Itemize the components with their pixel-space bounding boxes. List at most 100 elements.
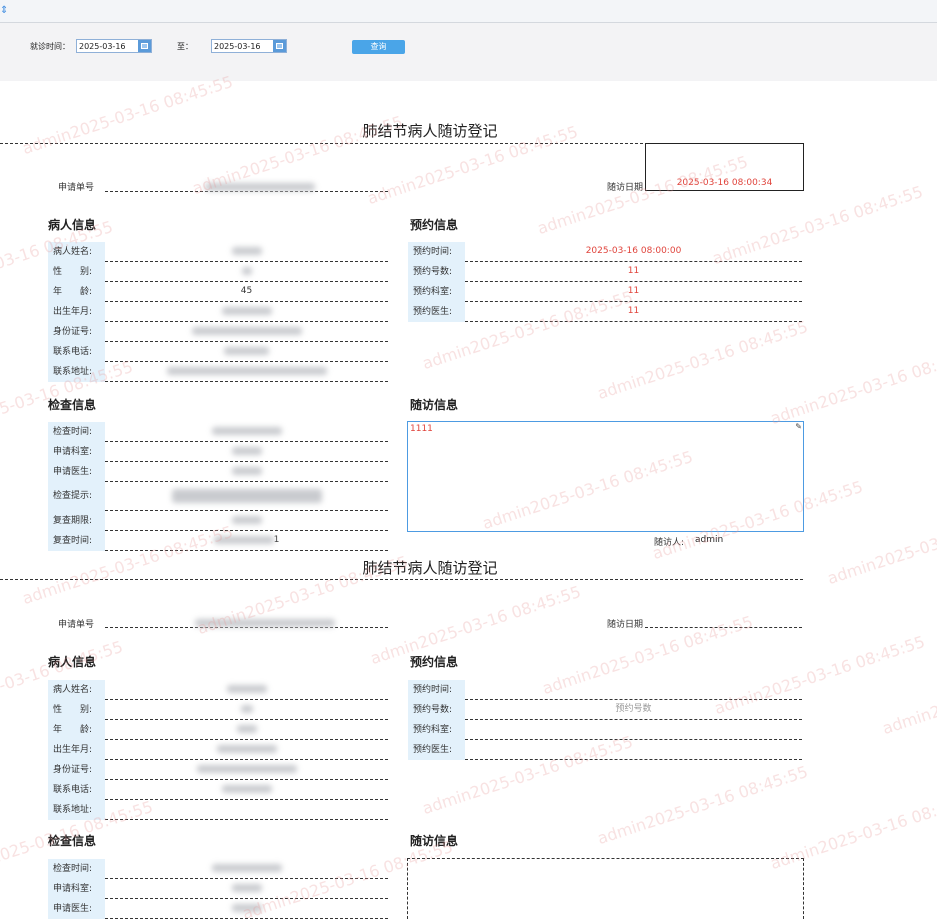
date-from-field[interactable]	[76, 39, 152, 53]
watermark-text: admin2025-03-16 08:45:55	[880, 652, 937, 739]
field-value	[105, 482, 388, 511]
filter-bar: 就诊时间： 至： 查询	[0, 23, 937, 81]
date-from-label: 就诊时间：	[30, 42, 70, 51]
title-divider	[0, 143, 803, 144]
field-label: 预约时间:	[408, 680, 465, 700]
calendar-icon[interactable]	[273, 40, 286, 52]
collapse-icon[interactable]: ⇕	[0, 5, 9, 16]
calendar-icon[interactable]	[138, 40, 151, 52]
field-label: 年 龄:	[48, 720, 105, 740]
field-value	[105, 780, 388, 800]
followup-info-heading: 随访信息	[410, 398, 459, 412]
followup-date-field[interactable]	[645, 627, 802, 628]
field-value: 1	[105, 531, 388, 551]
watermark-text: admin2025-03-16 08:45:55	[595, 761, 811, 849]
field-label: 病人姓名:	[48, 242, 105, 262]
field-value	[465, 720, 802, 740]
field-value	[105, 700, 388, 720]
field-value	[105, 879, 388, 899]
followup-notes-textarea[interactable]: 1111 ✎	[407, 421, 804, 532]
field-label: 复查时间:	[48, 531, 105, 551]
patient-info-heading: 病人信息	[48, 218, 97, 232]
field-label: 申请医生:	[48, 462, 105, 482]
date-from-input[interactable]	[77, 40, 139, 52]
field-value	[105, 511, 388, 531]
field-label: 预约科室:	[408, 282, 465, 302]
field-value: 2025-03-16 08:00:00	[465, 242, 802, 262]
recheck-time-value: 1	[273, 535, 280, 545]
field-value	[105, 422, 388, 442]
field-label: 病人姓名:	[48, 680, 105, 700]
field-value	[105, 462, 388, 482]
field-value: 45	[105, 282, 388, 302]
watermark-text: admin2025-03-16 08:45:55	[20, 71, 236, 159]
record-title: 肺结节病人随访登记	[362, 559, 498, 577]
field-value	[105, 899, 388, 919]
followup-notes-text: 1111	[410, 424, 433, 434]
field-label: 申请医生:	[48, 899, 105, 919]
field-label: 联系地址:	[48, 800, 105, 820]
followup-notes-textarea[interactable]	[407, 858, 804, 919]
watermark-text: admin2025-03-16 08:45:55	[595, 316, 811, 404]
appointment-info-heading: 预约信息	[410, 218, 459, 232]
field-label: 检查时间:	[48, 859, 105, 879]
field-value	[105, 342, 388, 362]
title-divider	[0, 579, 803, 580]
top-strip: ⇕	[0, 0, 937, 23]
field-label: 预约医生:	[408, 302, 465, 322]
date-to-input[interactable]	[212, 40, 274, 52]
field-label: 联系电话:	[48, 780, 105, 800]
followup-date-field[interactable]: 2025-03-16 08:00:34	[645, 143, 804, 191]
field-value	[105, 680, 388, 700]
field-value	[105, 720, 388, 740]
exam-info-heading: 检查信息	[48, 398, 97, 412]
field-label: 预约号数:	[408, 262, 465, 282]
field-value: 11	[465, 262, 802, 282]
field-label: 身份证号:	[48, 322, 105, 342]
field-value	[105, 322, 388, 342]
field-value	[105, 800, 388, 820]
appointment-info-heading: 预约信息	[410, 655, 459, 669]
record-title: 肺结节病人随访登记	[362, 122, 498, 140]
field-label: 检查提示:	[48, 482, 105, 511]
field-label: 联系地址:	[48, 362, 105, 382]
field-value	[105, 302, 388, 322]
field-value: 11	[465, 282, 802, 302]
apply-no-label: 申请单号	[58, 620, 95, 630]
apply-no-value	[105, 183, 388, 192]
watermark-text: admin2025-03-16 08:45:55	[368, 581, 584, 669]
query-button[interactable]: 查询	[352, 40, 405, 54]
field-value	[105, 262, 388, 282]
field-label: 身份证号:	[48, 760, 105, 780]
patient-info-heading: 病人信息	[48, 655, 97, 669]
field-label: 年 龄:	[48, 282, 105, 302]
field-label: 申请科室:	[48, 879, 105, 899]
field-label: 申请科室:	[48, 442, 105, 462]
field-value	[105, 760, 388, 780]
field-label: 预约科室:	[408, 720, 465, 740]
date-to-field[interactable]	[211, 39, 287, 53]
apply-no-label: 申请单号	[58, 183, 95, 193]
field-value	[105, 859, 388, 879]
field-value	[105, 442, 388, 462]
field-label: 性 别:	[48, 700, 105, 720]
field-label: 联系电话:	[48, 342, 105, 362]
followup-date-value: 2025-03-16 08:00:34	[676, 178, 773, 188]
date-to-label: 至：	[177, 42, 193, 51]
field-value	[105, 362, 388, 382]
exam-info-heading: 检查信息	[48, 834, 97, 848]
field-label: 复查期限:	[48, 511, 105, 531]
field-value	[465, 740, 802, 760]
resize-handle-icon[interactable]: ✎	[795, 422, 802, 431]
followup-date-label: 随访日期	[607, 620, 644, 630]
field-value	[465, 680, 802, 700]
field-value	[105, 740, 388, 760]
followup-date-label: 随访日期	[607, 183, 644, 193]
field-value	[105, 242, 388, 262]
followup-by-label: 随访人:	[654, 538, 685, 548]
field-label: 检查时间:	[48, 422, 105, 442]
apply-no-value	[105, 619, 388, 628]
field-label: 出生年月:	[48, 740, 105, 760]
field-value: 预约号数	[465, 700, 802, 720]
field-value: 11	[465, 302, 802, 322]
